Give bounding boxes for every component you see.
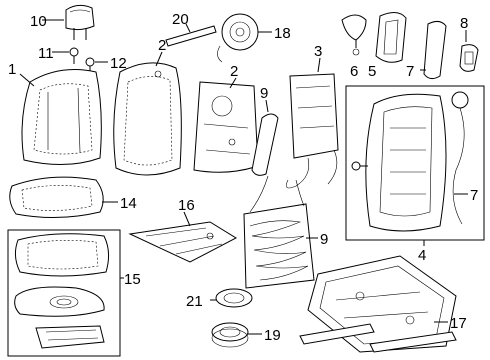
callout-2b: 2 xyxy=(230,63,238,80)
callout-17: 16 xyxy=(178,197,195,214)
callout-19: 18 xyxy=(274,25,291,42)
guide-bolt-13 xyxy=(69,47,79,64)
callout-6: 6 xyxy=(350,63,358,80)
lumbar-motor-part xyxy=(217,13,259,63)
cushion-assembly-box xyxy=(7,229,121,357)
callout-14: 12 xyxy=(110,55,127,72)
leader-2a xyxy=(155,51,163,67)
back-panel-part xyxy=(193,81,259,173)
lever-knob-part xyxy=(341,14,367,56)
frame-assembly-box xyxy=(345,85,485,241)
side-bolster-part xyxy=(251,113,279,176)
callout-11: 9 xyxy=(260,85,268,102)
leader-17 xyxy=(183,211,191,227)
leader-11 xyxy=(265,99,269,113)
callout-13: 11 xyxy=(38,45,54,62)
callout-1: 1 xyxy=(8,61,16,78)
callout-12: 10 xyxy=(30,13,47,30)
callout-7: 7 xyxy=(406,63,414,80)
leader-1 xyxy=(19,73,35,87)
cushion-pan-part xyxy=(14,286,105,317)
spring-mat-part xyxy=(243,175,315,289)
side-shield-part xyxy=(375,12,407,63)
callout-16: 15 xyxy=(124,271,141,288)
callout-8: 7 xyxy=(470,187,478,204)
trim-strip-part xyxy=(165,25,217,47)
seatback-pad-part xyxy=(113,62,182,176)
leader-21 xyxy=(185,23,191,33)
callout-4: 4 xyxy=(418,247,426,264)
callout-10: 9 xyxy=(320,231,328,248)
motor-gear-part xyxy=(211,322,249,348)
seat-tray-part xyxy=(128,221,238,263)
callout-21: 20 xyxy=(172,11,189,28)
callout-15: 14 xyxy=(120,195,137,212)
lumbar-pad-part xyxy=(215,288,253,308)
callout-22: 21 xyxy=(186,293,203,310)
leader-3 xyxy=(317,57,321,73)
callout-3: 3 xyxy=(314,43,322,60)
seatback-frame-part xyxy=(351,91,469,232)
support-panel-part xyxy=(285,73,339,189)
cushion-cover-part xyxy=(9,176,104,219)
cushion-heater-part xyxy=(35,325,105,349)
callout-2a: 2 xyxy=(158,37,166,54)
callout-20: 19 xyxy=(264,327,281,344)
headrest-part xyxy=(65,4,95,40)
callout-18: 17 xyxy=(450,315,467,332)
back-trim-part xyxy=(423,20,447,80)
switch-bezel-part xyxy=(459,44,479,72)
callout-5: 5 xyxy=(368,63,376,80)
cushion-pad-part xyxy=(14,233,110,277)
leader-2b xyxy=(229,77,237,89)
callout-9: 8 xyxy=(460,15,468,32)
seat-track-part xyxy=(299,255,457,353)
seatback-cover-part xyxy=(21,69,102,166)
